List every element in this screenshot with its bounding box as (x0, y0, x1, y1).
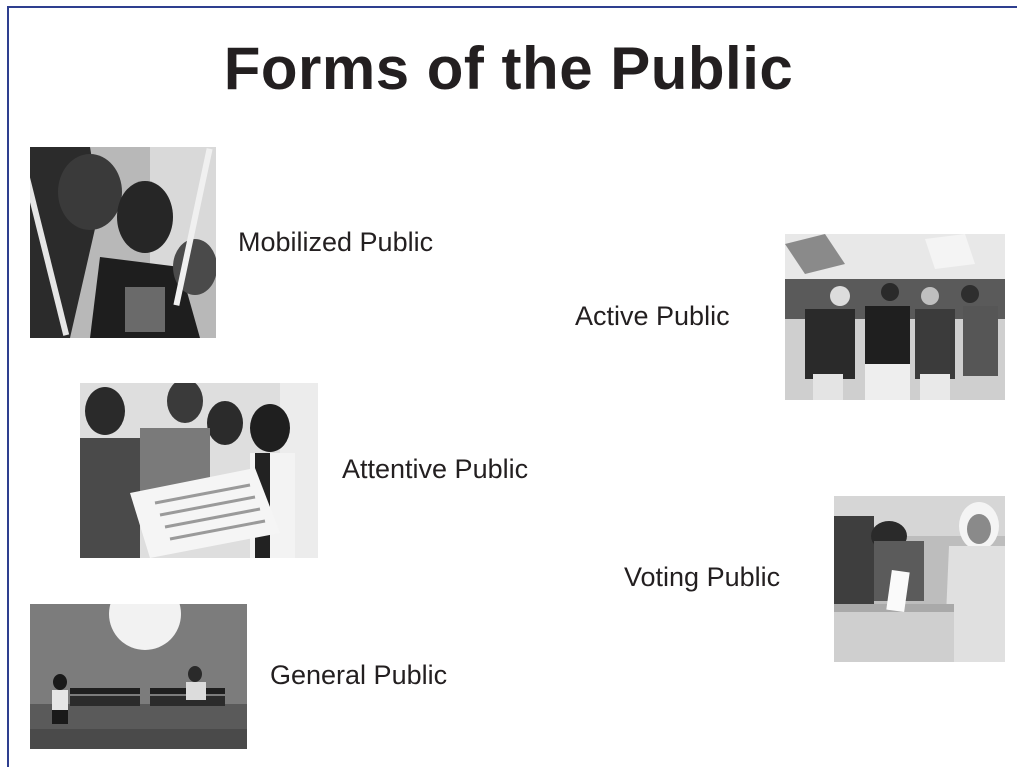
label-voting-public: Voting Public (624, 562, 781, 592)
protest-with-signs-photo (30, 147, 216, 338)
woman-casting-ballot-photo (834, 496, 1005, 662)
slide-title: Forms of the Public (223, 35, 794, 102)
marching-crowd-photo (785, 234, 1005, 400)
frame-left-border (7, 6, 9, 767)
label-general-public: General Public (270, 660, 448, 690)
men-reading-newspaper-photo (80, 383, 318, 558)
label-mobilized-public: Mobilized Public (238, 227, 434, 257)
frame-top-border (7, 6, 1017, 8)
label-attentive-public: Attentive Public (342, 454, 529, 484)
label-active-public: Active Public (575, 301, 730, 331)
people-on-benches-photo (30, 604, 247, 749)
